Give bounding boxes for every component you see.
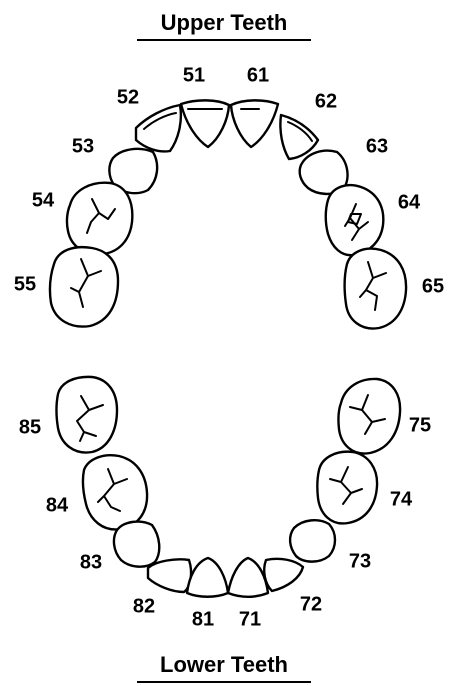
- label-73: 73: [349, 550, 371, 572]
- tooth-52[interactable]: [134, 103, 183, 153]
- tooth-74[interactable]: [316, 450, 379, 525]
- label-84: 84: [46, 494, 69, 516]
- label-63: 63: [366, 135, 388, 157]
- label-71: 71: [239, 608, 261, 630]
- label-55: 55: [14, 273, 36, 295]
- tooth-53[interactable]: [108, 147, 159, 195]
- upper-teeth-title: Upper Teeth: [161, 10, 288, 35]
- label-83: 83: [80, 551, 102, 573]
- tooth-82[interactable]: [146, 558, 193, 594]
- label-82: 82: [133, 595, 155, 617]
- lower-teeth-title: Lower Teeth: [160, 652, 288, 677]
- tooth-55[interactable]: [48, 246, 120, 328]
- tooth-64[interactable]: [324, 183, 385, 257]
- tooth-54[interactable]: [65, 181, 134, 256]
- tooth-83[interactable]: [112, 520, 161, 568]
- label-51: 51: [183, 64, 205, 86]
- tooth-65[interactable]: [343, 247, 408, 330]
- label-61: 61: [247, 64, 269, 86]
- label-74: 74: [390, 488, 413, 510]
- tooth-72[interactable]: [263, 557, 305, 593]
- tooth-61[interactable]: [229, 99, 280, 149]
- label-65: 65: [422, 275, 444, 297]
- tooth-84[interactable]: [81, 454, 149, 531]
- tooth-71[interactable]: [226, 556, 270, 598]
- label-75: 75: [409, 414, 431, 436]
- tooth-81[interactable]: [185, 556, 230, 598]
- tooth-75[interactable]: [337, 377, 402, 455]
- tooth-73[interactable]: [288, 519, 337, 563]
- label-72: 72: [300, 593, 322, 615]
- label-54: 54: [32, 189, 55, 211]
- tooth-62[interactable]: [279, 113, 320, 161]
- tooth-51[interactable]: [179, 99, 231, 149]
- label-64: 64: [398, 191, 421, 213]
- label-53: 53: [72, 135, 94, 157]
- tooth-85[interactable]: [55, 375, 119, 454]
- label-81: 81: [192, 608, 214, 630]
- label-62: 62: [315, 90, 337, 112]
- label-85: 85: [19, 416, 41, 438]
- label-52: 52: [117, 86, 139, 108]
